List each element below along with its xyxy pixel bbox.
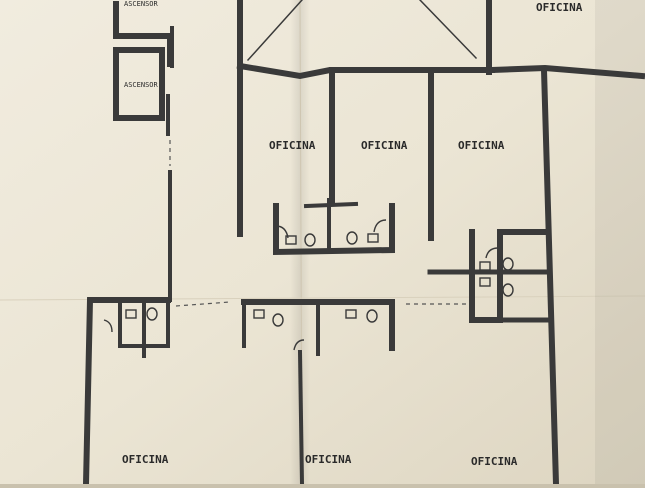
door-swing-icon bbox=[103, 319, 113, 333]
bathroom-block-lower bbox=[241, 299, 395, 351]
label-office-bottom-right: OFICINA bbox=[471, 455, 518, 468]
label-office-mid-2: OFICINA bbox=[361, 139, 408, 152]
wall-lower-central-vertical bbox=[297, 349, 305, 487]
sink-icon bbox=[367, 233, 379, 243]
fixtures bbox=[103, 219, 514, 351]
label-office-bottom-left: OFICINA bbox=[122, 453, 169, 466]
elevator-shaft-2 bbox=[113, 47, 165, 121]
bathroom-block-mid bbox=[273, 203, 395, 256]
toilet-icon bbox=[272, 313, 284, 327]
label-office-top-right: OFICINA bbox=[536, 1, 583, 14]
wall-lower-left-office bbox=[82, 297, 171, 488]
label-office-mid-3: OFICINA bbox=[458, 139, 505, 152]
room-labels: ASCENSOR ASCENSOR OFICINA OFICINA OFICIN… bbox=[122, 0, 583, 468]
label-elevator-2: ASCENSOR bbox=[124, 81, 159, 89]
sink-icon bbox=[285, 235, 297, 245]
label-elevator-1: ASCENSOR bbox=[124, 0, 159, 8]
sink-icon bbox=[345, 309, 357, 319]
label-office-bottom-center: OFICINA bbox=[305, 453, 352, 466]
toilet-icon bbox=[146, 307, 158, 321]
door-swing-icon bbox=[373, 219, 387, 233]
door-swing-icon bbox=[293, 339, 305, 351]
label-office-mid-1: OFICINA bbox=[269, 139, 316, 152]
bathroom-mid-top bbox=[303, 201, 359, 209]
door-swing-icon bbox=[485, 247, 499, 259]
sink-icon bbox=[479, 277, 491, 287]
paper-edge-shadow bbox=[595, 0, 645, 484]
paper-fold-vertical bbox=[290, 0, 310, 484]
walls bbox=[82, 0, 645, 488]
toilet-icon bbox=[502, 283, 514, 297]
sink-icon bbox=[479, 261, 491, 271]
door-swing-icon bbox=[275, 225, 289, 239]
toilet-icon bbox=[304, 233, 316, 247]
sink-icon bbox=[253, 309, 265, 319]
wall-right-main bbox=[540, 66, 560, 488]
wall-diag-2 bbox=[418, 0, 478, 60]
sink-icon bbox=[125, 309, 137, 319]
toilet-icon bbox=[366, 309, 378, 323]
wall-diag-1 bbox=[246, 0, 304, 62]
toilet-icon bbox=[346, 231, 358, 245]
wall-top-band bbox=[236, 62, 495, 80]
dashed-lines bbox=[169, 140, 466, 307]
toilet-icon bbox=[502, 257, 514, 271]
